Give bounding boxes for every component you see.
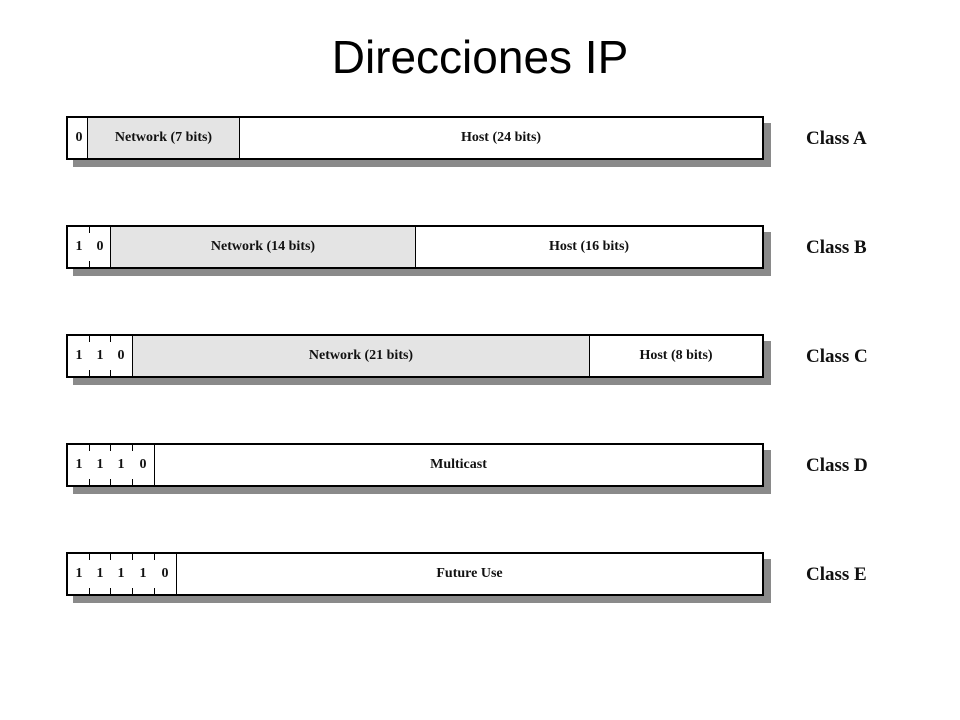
prefix-bit: 0 [161, 566, 169, 581]
host-field: Host (8 bits) [639, 348, 713, 363]
class-b-row: 1 0 Network (14 bits) Host (16 bits) [66, 225, 771, 276]
bit-tick [110, 554, 111, 560]
address-bar: 0 Network (7 bits) Host (24 bits) [66, 116, 764, 160]
prefix-bit: 1 [96, 457, 104, 472]
prefix-divider [68, 118, 88, 158]
prefix-bit: 1 [75, 239, 83, 254]
address-bar: 1 1 0 Network (21 bits) Host (8 bits) [66, 334, 764, 378]
prefix-bit: 0 [96, 239, 104, 254]
bit-tick [89, 336, 90, 342]
network-field: Network (21 bits) [132, 336, 590, 376]
prefix-bit: 1 [96, 348, 104, 363]
bit-tick [89, 445, 90, 451]
prefix-bit: 0 [117, 348, 125, 363]
bit-tick [89, 370, 90, 376]
bit-tick [89, 227, 90, 233]
bit-tick [132, 554, 133, 560]
class-label: Class D [806, 455, 868, 476]
bit-tick [132, 588, 133, 594]
bit-tick [89, 261, 90, 267]
bit-tick [110, 445, 111, 451]
class-c-row: 1 1 0 Network (21 bits) Host (8 bits) [66, 334, 771, 385]
bit-tick [154, 588, 155, 594]
class-a-row: 0 Network (7 bits) Host (24 bits) [66, 116, 771, 167]
prefix-bit: 1 [75, 566, 83, 581]
multicast-field: Multicast [154, 445, 762, 485]
prefix-bit: 1 [117, 457, 125, 472]
network-field: Network (14 bits) [110, 227, 416, 267]
network-field: Network (7 bits) [88, 118, 240, 158]
bit-tick [110, 336, 111, 342]
bit-tick [110, 479, 111, 485]
bit-tick [89, 554, 90, 560]
prefix-bit: 1 [117, 566, 125, 581]
address-bar: 1 0 Network (14 bits) Host (16 bits) [66, 225, 764, 269]
bit-tick [132, 445, 133, 451]
class-label: Class A [806, 128, 867, 149]
address-bar: 1 1 1 0 Multicast [66, 443, 764, 487]
prefix-bit: 0 [139, 457, 147, 472]
address-bar: 1 1 1 1 0 Future Use [66, 552, 764, 596]
class-label: Class B [806, 237, 867, 258]
prefix-bit: 1 [96, 566, 104, 581]
future-use-field: Future Use [176, 554, 762, 594]
bit-tick [89, 479, 90, 485]
bit-tick [110, 588, 111, 594]
class-label: Class E [806, 564, 867, 585]
bit-tick [154, 554, 155, 560]
prefix-bit: 0 [75, 130, 83, 145]
class-e-row: 1 1 1 1 0 Future Use [66, 552, 771, 603]
prefix-bit: 1 [139, 566, 147, 581]
page-title: Direcciones IP [331, 31, 629, 83]
prefix-bit: 1 [75, 457, 83, 472]
bit-tick [89, 588, 90, 594]
bit-tick [132, 479, 133, 485]
bit-tick [110, 370, 111, 376]
host-field: Host (24 bits) [460, 130, 542, 145]
class-d-row: 1 1 1 0 Multicast [66, 443, 771, 494]
class-label: Class C [806, 346, 868, 367]
prefix-bit: 1 [75, 348, 83, 363]
host-field: Host (16 bits) [548, 239, 630, 254]
